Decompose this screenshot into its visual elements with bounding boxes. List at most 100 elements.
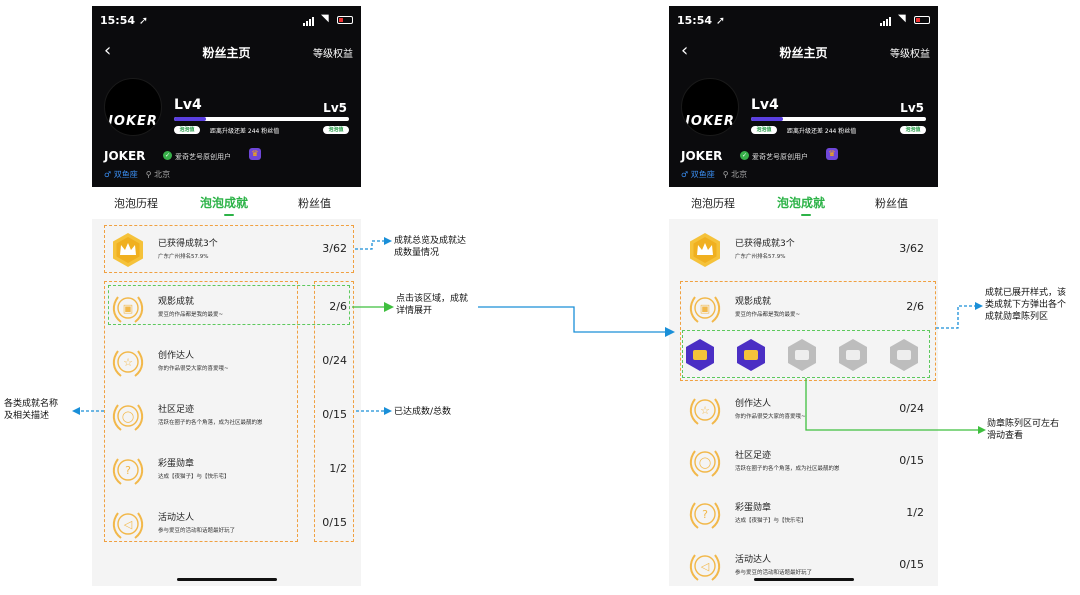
summary-row[interactable]: 已获得成就3个 广东广州排名57.9% 3/62 — [669, 224, 938, 276]
annot-box-film-row — [108, 285, 350, 325]
crown-icon: ♛ — [249, 148, 261, 160]
film-badge-4-icon[interactable] — [836, 338, 870, 372]
back-icon[interactable]: ‹ — [681, 40, 689, 61]
arrow-expanded — [936, 305, 975, 329]
achievement-title: 观影成就 — [158, 297, 195, 307]
achievement-row[interactable]: ☆创作达人你的作品很受大家的喜爱哦~0/24 — [92, 336, 361, 388]
tab-indicator — [801, 214, 811, 216]
crown-medal-icon — [690, 233, 720, 267]
tab-history[interactable]: 泡泡历程 — [691, 197, 735, 210]
nav-bar: ‹ 粉丝主页 等级权益 — [92, 42, 361, 62]
signal-icon — [880, 23, 882, 26]
profile-header: 15:54 ➚ ◥ ‹ 粉丝主页 等级权益 JOKER Lv4 Lv5 泡泡值 — [669, 6, 938, 187]
note-count: 已达成数/总数 — [394, 407, 452, 417]
battery-icon — [337, 16, 353, 24]
summary-row[interactable]: 已获得成就3个 广东广州排名57.9% 3/62 — [92, 224, 361, 276]
gender-zodiac: ♂ 双鱼座 — [104, 170, 138, 179]
achievement-desc: 爱豆的作品都是我的最爱~ — [735, 312, 801, 318]
note-names: 各类成就名称及相关描述 — [4, 399, 59, 421]
achievement-count: 0/15 — [322, 516, 347, 529]
horn-icon: ◁ — [689, 554, 721, 581]
film-badge-3-icon[interactable] — [785, 338, 819, 372]
status-icons: ◥ — [880, 14, 930, 26]
achievement-desc: 你的作品很受大家的喜爱哦~ — [735, 414, 806, 420]
back-icon[interactable]: ‹ — [104, 40, 112, 61]
arrow-link — [478, 306, 665, 333]
nav-bar: ‹ 粉丝主页 等级权益 — [669, 42, 938, 62]
summary-subtitle: 广东广州排名57.9% — [158, 254, 209, 260]
page-title: 粉丝主页 — [202, 46, 251, 60]
tab-bar: 泡泡历程 泡泡成就 粉丝值 — [92, 187, 361, 219]
achievement-title: 彩蛋勋章 — [158, 459, 195, 469]
achievement-desc: 参与爱豆的活动和话题最好玩了 — [735, 570, 813, 576]
achievement-row[interactable]: ?彩蛋勋章达成【夜猫子】与【快乐宅】1/2 — [669, 488, 938, 540]
achievement-desc: 你的作品很受大家的喜爱哦~ — [158, 366, 229, 372]
tab-achievements[interactable]: 泡泡成就 — [777, 196, 826, 210]
verified-icon: ✓ — [740, 151, 749, 160]
film-badge-1-icon[interactable] — [683, 338, 717, 372]
note-swipe: 勋章陈列区可左右滑动查看 — [987, 419, 1060, 441]
level-current: Lv4 — [174, 97, 202, 113]
level-progress-fill — [751, 117, 783, 121]
summary-title: 已获得成就3个 — [158, 239, 218, 249]
tab-fan-value[interactable]: 粉丝值 — [875, 197, 908, 210]
achievement-count: 1/2 — [329, 462, 347, 475]
svg-text:◯: ◯ — [699, 456, 711, 469]
level-rights-link[interactable]: 等级权益 — [313, 49, 353, 60]
achievement-desc: 活跃在圈子的各个角落，成为社区最靓的崽 — [158, 420, 263, 426]
achievement-row[interactable]: ?彩蛋勋章达成【夜猫子】与【快乐宅】1/2 — [92, 444, 361, 496]
achievement-title: 观影成就 — [735, 297, 772, 307]
level-next: Lv5 — [323, 101, 347, 115]
tab-history[interactable]: 泡泡历程 — [114, 197, 158, 210]
status-time: 15:54 ➚ — [100, 14, 149, 27]
tag-bubble-value: 泡泡值 — [174, 126, 200, 134]
note-expanded: 成就已展开样式，该类成就下方弹出各个成就勋章陈列区 — [985, 288, 1067, 322]
user-name: JOKER — [681, 149, 723, 163]
summary-count: 3/62 — [322, 242, 347, 255]
achievement-title: 活动达人 — [158, 513, 195, 523]
location: ⚲ 北京 — [145, 170, 171, 179]
achievement-row[interactable]: ▣观影成就爱豆的作品都是我的最爱~2/6 — [92, 282, 361, 334]
achievement-title: 活动达人 — [735, 555, 772, 565]
achievement-title: 创作达人 — [158, 351, 195, 361]
star-icon: ☆ — [689, 398, 721, 425]
summary-count: 3/62 — [899, 242, 924, 255]
status-bar: 15:54 ➚ ◥ — [677, 14, 930, 28]
film-badge-5-icon[interactable] — [887, 338, 921, 372]
level-diff-text: 距离升级还差 244 粉丝值 — [210, 128, 280, 135]
gender-zodiac: ♂ 双鱼座 — [681, 170, 715, 179]
verified-text: 爱奇艺号原创用户 — [175, 153, 231, 161]
badge-gallery[interactable] — [683, 338, 938, 372]
tab-bar: 泡泡历程 泡泡成就 粉丝值 — [669, 187, 938, 219]
phone-expanded: 15:54 ➚ ◥ ‹ 粉丝主页 等级权益 JOKER Lv4 Lv5 泡泡值 — [669, 6, 938, 586]
tab-achievements[interactable]: 泡泡成就 — [200, 196, 249, 210]
tag-bubble-value: 泡泡值 — [751, 126, 777, 134]
film-icon: ▣ — [689, 296, 721, 323]
annot-box-names — [104, 281, 298, 542]
avatar[interactable]: JOKER — [681, 78, 739, 136]
level-rights-link[interactable]: 等级权益 — [890, 49, 930, 60]
home-indicator — [176, 578, 277, 581]
tab-fan-value[interactable]: 粉丝值 — [298, 197, 331, 210]
achievement-title: 社区足迹 — [735, 451, 772, 461]
svg-text:☆: ☆ — [123, 356, 133, 369]
achievement-row[interactable]: ▣ 观影成就爱豆的作品都是我的最爱~ 2/6 — [669, 282, 938, 334]
achievement-desc: 爱豆的作品都是我的最爱~ — [158, 312, 224, 318]
planet-icon: ◯ — [112, 404, 144, 431]
film-badge-2-icon[interactable] — [734, 338, 768, 372]
achievement-desc: 活跃在圈子的各个角落，成为社区最靓的崽 — [735, 466, 840, 472]
svg-text:▣: ▣ — [123, 302, 133, 315]
svg-text:?: ? — [702, 508, 708, 521]
annot-box-summary — [104, 225, 354, 273]
achievement-row[interactable]: ☆创作达人你的作品很受大家的喜爱哦~0/24 — [669, 384, 938, 436]
achievement-count: 2/6 — [906, 300, 924, 313]
location: ⚲ 北京 — [722, 170, 748, 179]
avatar[interactable]: JOKER — [104, 78, 162, 136]
achievement-count: 0/24 — [899, 402, 924, 415]
